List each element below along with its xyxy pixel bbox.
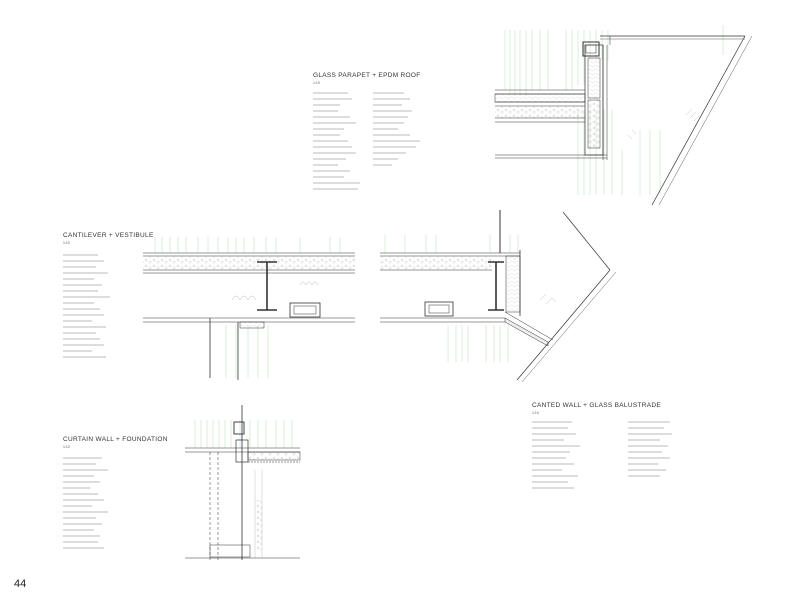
canted-detail-scale: 1:10 <box>532 411 539 415</box>
curtain-detail-scale: 1:10 <box>63 445 70 449</box>
curtain-detail-drawing <box>185 405 301 560</box>
curtain-notes <box>63 457 108 549</box>
roof-notes-col2 <box>373 92 420 166</box>
roof-detail-title: GLASS PARAPET + EPDM ROOF <box>313 72 421 79</box>
roof-notes-col1 <box>313 92 360 190</box>
page-number: 44 <box>14 578 27 590</box>
cantilever-detail-scale: 1:10 <box>63 241 70 245</box>
cantilever-detail-title: CANTILEVER + VESTIBULE <box>63 232 154 239</box>
roof-detail-drawing <box>494 25 753 206</box>
roof-detail-scale: 1:10 <box>313 81 320 85</box>
cantilever-notes <box>63 254 110 358</box>
canted-notes-col2 <box>628 421 672 477</box>
curtain-detail-title: CURTAIN WALL + FOUNDATION <box>63 436 168 443</box>
canted-detail-title: CANTED WALL + GLASS BALUSTRADE <box>532 402 661 409</box>
canted-notes-col1 <box>532 421 580 489</box>
cantilever-detail-drawing <box>143 237 355 380</box>
canted-detail-drawing <box>380 210 617 383</box>
